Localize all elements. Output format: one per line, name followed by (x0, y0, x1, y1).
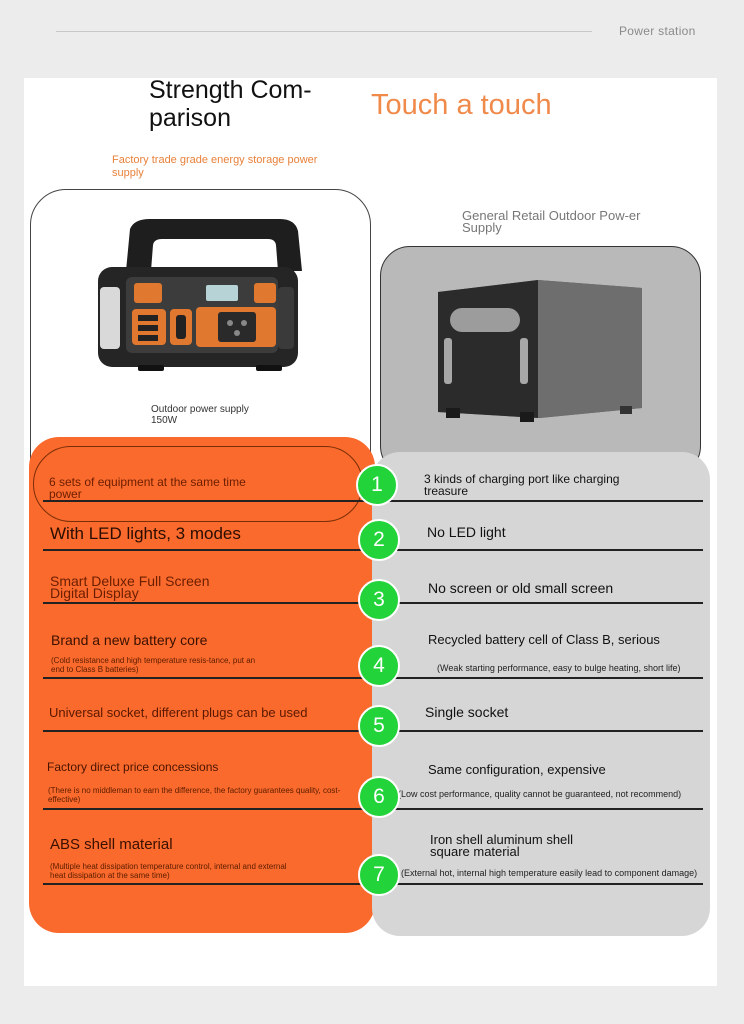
row-number-badge-2: 2 (358, 519, 400, 561)
right-point-3: No screen or old small screen (428, 580, 614, 596)
right-note-4: (Weak starting performance, easy to bulg… (437, 663, 681, 673)
row-number-badge-6: 6 (358, 776, 400, 818)
factory-advantages-panel (29, 437, 375, 933)
left-point-6: Factory direct price concessions (47, 760, 219, 774)
right-note-7: (External hot, internal high temperature… (401, 868, 698, 878)
right-note-6: (Low cost performance, quality cannot be… (398, 789, 682, 799)
factory-product-frame (30, 189, 371, 519)
page-title: Strength Com- parison (149, 76, 312, 132)
right-point-6: Same configuration, expensive (428, 762, 606, 777)
slogan: Touch a touch (371, 89, 552, 121)
left-point-1: 6 sets of equipment at the same time pow… (49, 475, 246, 501)
right-point-5: Single socket (425, 704, 509, 720)
right-point-7: Iron shell aluminum shell square materia… (430, 832, 574, 859)
left-point-5: Universal socket, different plugs can be… (49, 705, 308, 720)
right-point-1: 3 kinds of charging port like charging t… (424, 472, 620, 498)
row-number-badge-5: 5 (358, 705, 400, 747)
retail-product-frame (380, 246, 701, 476)
left-subtitle: Factory trade grade energy storage power… (112, 154, 318, 179)
retail-drawbacks-panel (372, 452, 710, 936)
left-note-7: (Multiple heat dissipation temperature c… (50, 862, 287, 880)
row-number-badge-1: 1 (356, 464, 398, 506)
power-station-image (98, 219, 302, 371)
row-number-badge-7: 7 (358, 854, 400, 896)
right-point-4: Recycled battery cell of Class B, seriou… (428, 632, 660, 647)
right-subtitle: General Retail Outdoor Pow-er Supply (462, 208, 641, 235)
header-label: Power station (619, 24, 696, 38)
row-number-badge-4: 4 (358, 645, 400, 687)
left-point-4: Brand a new battery core (51, 632, 208, 648)
right-point-2: No LED light (427, 524, 506, 540)
left-note-6: (There is no middleman to earn the diffe… (48, 786, 341, 804)
generic-power-box-image (438, 280, 642, 422)
left-note-4: (Cold resistance and high temperature re… (51, 656, 256, 674)
row-number-badge-3: 3 (358, 579, 400, 621)
product-caption: Outdoor power supply 150W (151, 404, 249, 426)
left-point-2: With LED lights, 3 modes (50, 524, 241, 543)
left-point-3: Smart Deluxe Full Screen Digital Display (50, 573, 210, 601)
left-point-7: ABS shell material (50, 836, 173, 853)
header-divider (56, 31, 592, 32)
